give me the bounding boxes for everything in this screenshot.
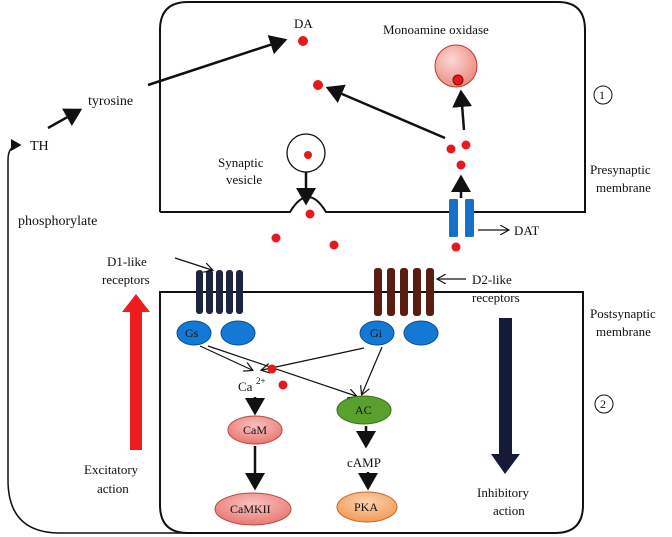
inhibitory-label-line1: Inhibitory [477, 485, 529, 500]
inhibitory-arrow [491, 318, 520, 474]
dopamine-molecule [446, 144, 456, 154]
gi-to-ca-arrow [262, 347, 365, 370]
camp-label: cAMP [347, 455, 381, 470]
step-marker-1: 1 [593, 85, 613, 105]
dopamine-molecule [305, 209, 315, 219]
svg-text:PKA: PKA [354, 500, 378, 514]
camkii-node: CaMKII [214, 492, 292, 526]
monoamine-oxidase [434, 44, 478, 88]
d1-like-receptor [196, 270, 243, 314]
da-label: DA [294, 16, 313, 31]
svg-text:2: 2 [600, 397, 606, 411]
ac-node: AC [336, 395, 392, 425]
mao-label: Monoamine oxidase [383, 22, 489, 37]
svg-text:2+: 2+ [256, 376, 266, 386]
recycle-to-dopamine-arrow [325, 84, 446, 140]
vesicle-label-line1: Synaptic [218, 155, 264, 170]
th-to-tyrosine-arrow [47, 108, 83, 130]
feedback-loop-line [7, 139, 195, 534]
gi-protein: Gi [359, 320, 439, 346]
dopamine-molecule [313, 80, 323, 90]
gs-protein: Gs [176, 320, 256, 346]
to-mao-arrow [452, 89, 473, 131]
postsynaptic-outline [159, 291, 584, 534]
d2-like-receptor [374, 268, 434, 316]
d1-label-line2: receptors [102, 272, 150, 287]
d1-pointer-arrow [174, 257, 212, 270]
dat-label: DAT [514, 223, 539, 238]
calcium-ion [267, 364, 277, 374]
pka-node: PKA [336, 491, 398, 523]
excitatory-label-line1: Excitatory [84, 462, 139, 477]
dopamine-molecule [271, 233, 281, 243]
postsynaptic-membrane-label-line1: Postsynaptic [590, 306, 656, 321]
postsynaptic-cell [159, 291, 584, 534]
postsynaptic-membrane-label-line2: membrane [596, 324, 651, 339]
gs-to-ca-arrow [199, 345, 252, 370]
phosphorylate-label: phosphorylate [18, 214, 97, 229]
tyrosine-to-da-arrow [147, 35, 288, 87]
gs-to-ac-arrow [207, 345, 356, 396]
excitatory-label-line2: action [97, 481, 129, 496]
dopamine-molecule [451, 242, 461, 252]
dopamine-molecule [456, 160, 466, 170]
calcium-ion [278, 380, 288, 390]
dopamine-molecule [298, 36, 308, 46]
svg-text:Gi: Gi [370, 326, 383, 340]
d1-label-line1: D1-like [107, 254, 147, 269]
d2-label-line1: D2-like [472, 272, 512, 287]
synaptic-vesicle [286, 133, 326, 173]
presynaptic-membrane-label-line2: membrane [596, 180, 651, 195]
dopamine-molecule [461, 140, 471, 150]
vesicle-label-line2: vesicle [226, 172, 262, 187]
dopamine-transporter [449, 199, 474, 237]
svg-text:AC: AC [355, 403, 372, 417]
th-label: TH [30, 139, 49, 154]
svg-text:1: 1 [599, 88, 605, 102]
cam-node: CaM [227, 415, 283, 445]
excitatory-arrow [122, 294, 150, 450]
svg-text:Gs: Gs [185, 326, 199, 340]
inhibitory-label-line2: action [493, 503, 525, 518]
step-marker-2: 2 [594, 394, 614, 414]
dopamine-molecule [329, 240, 339, 250]
tyrosine-label: tyrosine [88, 94, 133, 109]
calcium-label: Ca 2+ [238, 376, 266, 394]
gi-to-ac-arrow [362, 346, 383, 394]
svg-text:CaMKII: CaMKII [230, 502, 271, 516]
svg-text:Ca: Ca [238, 379, 253, 394]
svg-text:CaM: CaM [243, 423, 267, 437]
presynaptic-membrane-label-line1: Presynaptic [590, 162, 651, 177]
d2-label-line2: receptors [472, 290, 520, 305]
